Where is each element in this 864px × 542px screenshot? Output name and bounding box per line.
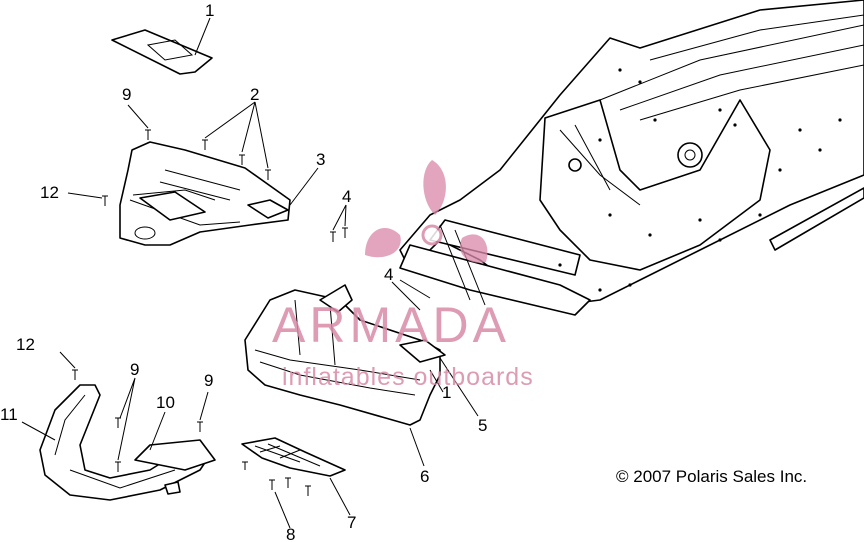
callout-10: 10 bbox=[156, 393, 175, 412]
callout-4-lower: 4 bbox=[384, 265, 393, 284]
watermark-propeller-icon bbox=[365, 160, 488, 263]
part-7-mesh-panel bbox=[241, 437, 346, 477]
callout-1-top: 1 bbox=[205, 1, 214, 20]
fasteners bbox=[72, 129, 348, 496]
part-11-front-skid bbox=[39, 384, 211, 501]
copyright-notice: © 2007 Polaris Sales Inc. bbox=[616, 467, 807, 486]
part-3-upper-panel bbox=[119, 141, 291, 246]
callout-1-lower: 1 bbox=[442, 383, 451, 402]
watermark: ARMADA inflatables outboards bbox=[272, 160, 534, 391]
callout-9-left: 9 bbox=[130, 360, 139, 379]
callout-12-lower: 12 bbox=[16, 335, 35, 354]
callout-2: 2 bbox=[250, 85, 259, 104]
callout-4-upper: 4 bbox=[342, 187, 351, 206]
callout-3: 3 bbox=[316, 150, 325, 169]
callout-6: 6 bbox=[420, 467, 429, 486]
callout-7: 7 bbox=[347, 513, 356, 532]
callout-9-right: 9 bbox=[204, 371, 213, 390]
leader-lines bbox=[21, 17, 479, 529]
part-6-belly-pan bbox=[244, 284, 446, 426]
callout-11: 11 bbox=[0, 405, 18, 424]
part-1-cover-plate bbox=[111, 29, 213, 75]
part-10-skid-plate bbox=[134, 439, 216, 471]
callouts: 1 2 3 4 4 1 5 6 7 8 9 9 9 10 11 12 12 bbox=[0, 1, 487, 542]
callout-12-top: 12 bbox=[40, 183, 59, 202]
chassis-frame bbox=[399, 0, 864, 316]
watermark-brand: ARMADA bbox=[272, 297, 510, 353]
callout-5: 5 bbox=[478, 416, 487, 435]
watermark-tagline: inflatables outboards bbox=[282, 363, 534, 391]
callout-8: 8 bbox=[286, 525, 295, 542]
callout-9-top: 9 bbox=[122, 85, 131, 104]
